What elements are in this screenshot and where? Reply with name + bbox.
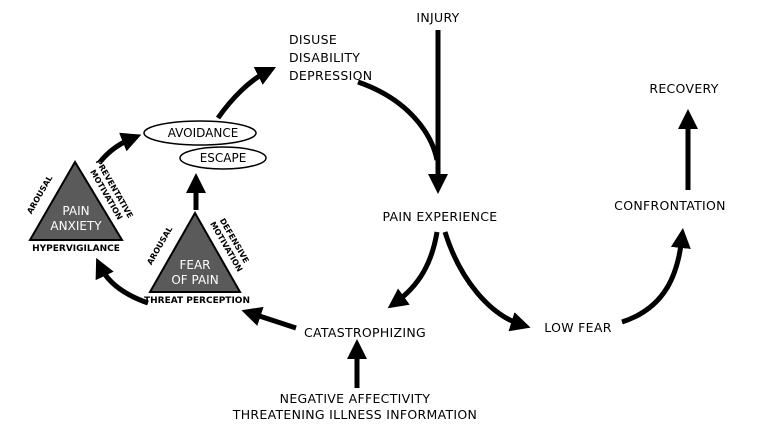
threatening-illness-information-label: THREATENING ILLNESS INFORMATION xyxy=(232,407,477,422)
disability-label: DISABILITY xyxy=(289,50,360,65)
avoidance-oval: AVOIDANCE xyxy=(143,120,257,146)
arrow-pain-experience-to-catastrophizing xyxy=(387,231,440,309)
injury-label: INJURY xyxy=(416,10,459,25)
hypervigilance-label: HYPERVIGILANCE xyxy=(32,244,120,254)
fear-of-pain-triangle: FEAR OF PAIN AROUSAL DEFENSIVE MOTIVATIO… xyxy=(144,210,251,306)
pain-anxiety-line1: PAIN xyxy=(62,204,89,218)
fear-of-pain-line2: OF PAIN xyxy=(171,273,218,287)
confrontation-label: CONFRONTATION xyxy=(614,198,726,213)
arrow-pain-anxiety-to-avoidance xyxy=(98,132,142,164)
arrow-depression-to-pain-experience xyxy=(357,79,440,161)
pain-anxiety-triangle: PAIN ANXIETY AROUSAL PREVENTATIVE MOTIVA… xyxy=(25,158,134,254)
recovery-label: RECOVERY xyxy=(649,81,718,96)
pain-experience-label: PAIN EXPERIENCE xyxy=(383,209,498,224)
low-fear-label: LOW FEAR xyxy=(544,320,611,335)
threat-perception-label: THREAT PERCEPTION xyxy=(144,296,250,306)
arrow-fear-of-pain-to-pain-anxiety xyxy=(95,257,149,306)
pain-anxiety-line2: ANXIETY xyxy=(50,219,102,233)
catastrophizing-label: CATASTROPHIZING xyxy=(304,325,426,340)
escape-label: ESCAPE xyxy=(200,151,247,165)
disuse-label: DISUSE xyxy=(289,32,337,47)
arrow-low-fear-to-confrontation xyxy=(621,228,691,325)
depression-label: DEPRESSION xyxy=(289,68,372,83)
arrow-avoidance-to-disuse xyxy=(215,66,277,120)
negative-affectivity-label: NEGATIVE AFFECTIVITY xyxy=(280,391,431,406)
escape-oval: ESCAPE xyxy=(179,146,267,170)
fear-of-pain-line1: FEAR xyxy=(179,258,210,272)
arrow-catastrophizing-to-fear-of-pain xyxy=(241,306,297,331)
avoidance-label: AVOIDANCE xyxy=(168,126,239,140)
arrow-pain-experience-to-low-fear xyxy=(442,231,531,332)
